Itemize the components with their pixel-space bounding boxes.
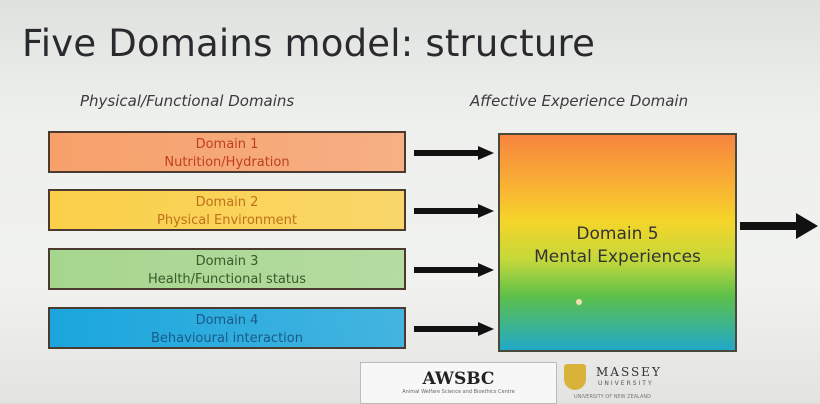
arrow-right-icon — [414, 322, 494, 336]
domain-5-box: Domain 5 Mental Experiences — [498, 133, 737, 352]
domain-2-box: Domain 2 Physical Environment — [48, 189, 406, 231]
physical-domains-heading: Physical/Functional Domains — [80, 92, 295, 110]
arrow-right-icon — [414, 146, 494, 160]
domain-label: Nutrition/Hydration — [164, 155, 290, 170]
domain-name: Domain 2 — [195, 195, 259, 210]
domain-label: Health/Functional status — [147, 272, 307, 287]
domain-5-name: Domain 5 — [576, 224, 659, 244]
domain-5-label: Mental Experiences — [534, 247, 701, 267]
domain-name: Domain 3 — [195, 254, 259, 269]
arrow-right-icon — [414, 204, 494, 218]
massey-crest-icon — [564, 364, 586, 390]
domain-4-box: Domain 4 Behavioural interaction — [48, 307, 406, 349]
arrow-right-icon — [414, 263, 494, 277]
domain-label: Behavioural interaction — [151, 331, 303, 346]
domain-name: Domain 1 — [195, 137, 259, 152]
domain-1-box: Domain 1 Nutrition/Hydration — [48, 131, 406, 173]
awsbc-logo: AWSBC Animal Welfare Science and Bioethi… — [360, 362, 557, 404]
output-arrow-icon — [740, 213, 818, 239]
massey-logo: MASSEY UNIVERSITY UNIVERSITY OF NEW ZEAL… — [560, 362, 690, 402]
domain-label: Physical Environment — [156, 213, 298, 228]
domain-3-box: Domain 3 Health/Functional status — [48, 248, 406, 290]
slide-title: Five Domains model: structure — [22, 22, 596, 65]
light-reflection — [576, 299, 582, 305]
domain-name: Domain 4 — [195, 313, 259, 328]
affective-domain-heading: Affective Experience Domain — [470, 92, 689, 110]
